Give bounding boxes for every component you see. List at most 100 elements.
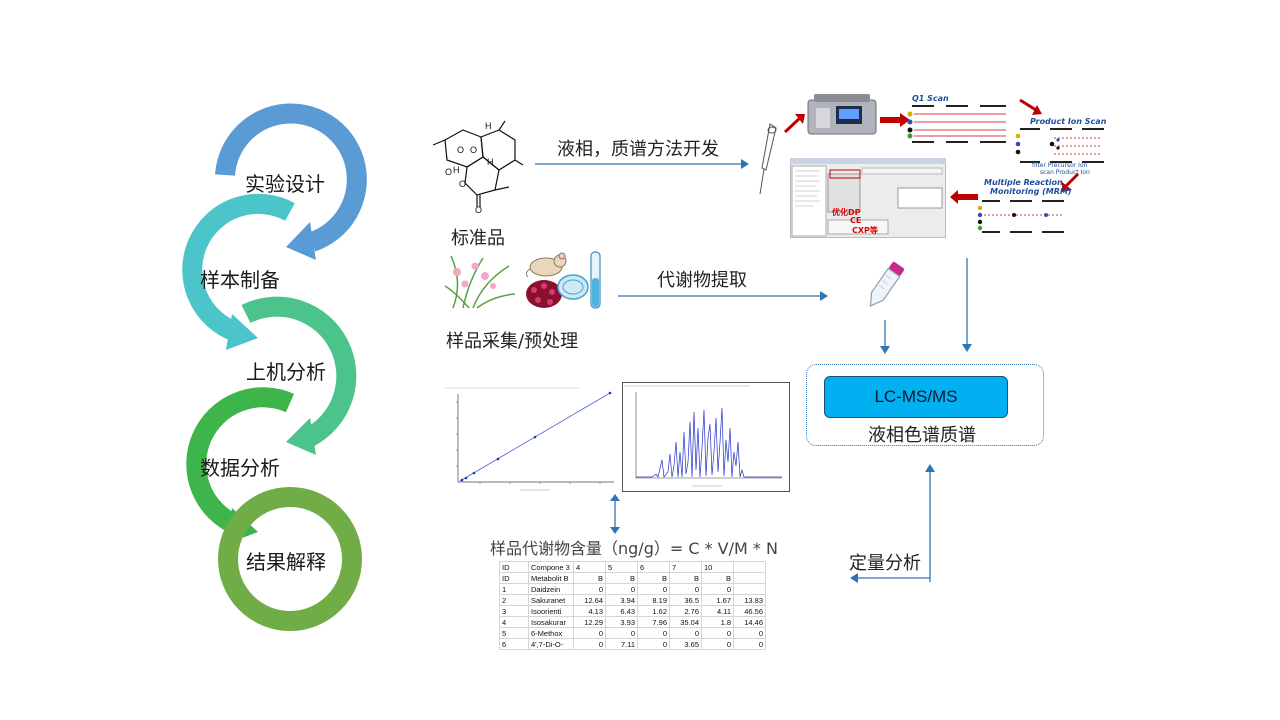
svg-text:O: O xyxy=(445,167,452,177)
step-label-analysis: 上机分析 xyxy=(246,360,326,384)
table-cell: 5 xyxy=(499,627,529,639)
table-cell: 12.29 xyxy=(573,616,606,628)
arrow-quant-path xyxy=(850,464,935,583)
table-cell: 6 xyxy=(499,638,529,650)
table-cell: 0 xyxy=(701,583,734,595)
table-cell: 0 xyxy=(637,583,670,595)
ring-step-5 xyxy=(218,487,362,631)
svg-text:O: O xyxy=(457,145,464,155)
sample-label: 样品采集/预处理 xyxy=(446,331,579,352)
table-cell: 1.67 xyxy=(701,594,734,606)
formula-text: 样品代谢物含量（ng/g）= C * V/M * N xyxy=(490,539,778,558)
table-cell: Compone 3 xyxy=(528,561,574,573)
table-row: 1 Daidzein 0 0 0 0 0 xyxy=(499,583,766,595)
table-cell: ID xyxy=(499,561,529,573)
table-cell: Sakuranet xyxy=(528,594,574,606)
table-cell: 0 xyxy=(637,627,670,639)
table-cell: 0 xyxy=(669,583,702,595)
table-row: 2 Sakuranet 12.64 3.94 8.19 36.5 1.67 13… xyxy=(499,594,766,606)
table-cell: 35.04 xyxy=(669,616,702,628)
red-arrow-icon xyxy=(1019,98,1042,115)
filter-note-2: scan Product Ion xyxy=(1040,169,1090,176)
table-cell: 0 xyxy=(573,638,606,650)
workflow-cycle xyxy=(182,103,367,631)
table-cell: 13.83 xyxy=(733,594,766,606)
pipette-icon xyxy=(759,123,777,195)
table-cell: ID xyxy=(499,572,529,584)
plant-icon xyxy=(444,255,516,309)
mrm-title-1: Multiple Reaction xyxy=(984,178,1063,187)
chromatogram-chart xyxy=(622,382,790,492)
table-cell xyxy=(733,583,766,595)
table-row: ID Metabolit B B B B B B xyxy=(499,572,766,584)
optimize-note-3: CXP等 xyxy=(852,226,878,235)
software-screenshot xyxy=(790,158,946,238)
test-tube-icon xyxy=(590,251,601,309)
double-arrow-icon xyxy=(610,494,620,534)
tissue-icon xyxy=(526,280,562,308)
table-cell: 2.76 xyxy=(669,605,702,617)
table-cell: 4.13 xyxy=(573,605,606,617)
ring-step-3 xyxy=(241,296,357,455)
table-cell: 0 xyxy=(733,638,766,650)
table-cell: Isoorienti xyxy=(528,605,574,617)
lcms-button: LC-MS/MS xyxy=(824,376,1008,418)
arrow-extraction xyxy=(618,291,828,301)
table-cell: 0 xyxy=(701,638,734,650)
mrm-diagram xyxy=(977,200,1064,233)
product-ion-scan-diagram xyxy=(1015,128,1104,163)
mrm-title-2: Monitoring (MRM) xyxy=(990,187,1072,196)
mouse-icon xyxy=(525,252,567,278)
standard-label: 标准品 xyxy=(451,228,505,249)
table-cell: 1.62 xyxy=(637,605,670,617)
step-label-design: 实验设计 xyxy=(245,172,325,196)
table-cell: 3 xyxy=(499,605,529,617)
filter-note-1: filter Precursor Ion xyxy=(1032,162,1088,169)
table-cell: 12.64 xyxy=(573,594,606,606)
product-ion-scan-title: Product Ion Scan xyxy=(1030,117,1107,126)
table-cell: 0 xyxy=(605,583,638,595)
arrow-tube-down xyxy=(880,320,890,354)
q1-scan-diagram xyxy=(907,105,1006,143)
table-cell: 5 xyxy=(605,561,638,573)
table-cell: 4 xyxy=(499,616,529,628)
quant-label: 定量分析 xyxy=(849,553,921,574)
svg-text:O: O xyxy=(470,145,477,155)
table-cell: 0 xyxy=(701,627,734,639)
results-table: ID Compone 3 4 5 6 7 10 ID Metabolit B B… xyxy=(499,561,766,650)
red-arrow-icon xyxy=(783,114,805,134)
table-cell: B xyxy=(669,572,702,584)
ring-step-2 xyxy=(182,193,295,350)
table-cell xyxy=(733,561,766,573)
table-row: 6 4',7-Di-O- 0 7.11 0 3.65 0 0 xyxy=(499,638,766,650)
method-dev-label: 液相，质谱方法开发 xyxy=(557,139,719,160)
q1-scan-title: Q1 Scan xyxy=(912,94,949,103)
svg-text:H: H xyxy=(453,165,460,175)
table-cell: B xyxy=(573,572,606,584)
table-cell: 7.96 xyxy=(637,616,670,628)
table-row: 5 6-Methox 0 0 0 0 0 0 xyxy=(499,627,766,639)
table-cell: 0 xyxy=(573,583,606,595)
svg-text:H: H xyxy=(487,157,494,167)
table-cell: 2 xyxy=(499,594,529,606)
table-cell: 36.5 xyxy=(669,594,702,606)
table-cell xyxy=(733,572,766,584)
red-arrow-icon xyxy=(1062,172,1080,192)
table-cell: 8.19 xyxy=(637,594,670,606)
table-cell: B xyxy=(637,572,670,584)
table-cell: 6 xyxy=(637,561,670,573)
table-row: 4 Isosakurar 12.29 3.93 7.96 35.04 1.8 1… xyxy=(499,616,766,628)
svg-text:H: H xyxy=(485,121,492,131)
petri-dish-icon xyxy=(557,274,589,300)
table-row: 3 Isoorienti 4.13 6.43 1.62 2.76 4.11 46… xyxy=(499,605,766,617)
table-cell: 0 xyxy=(669,627,702,639)
arrowhead-icon xyxy=(286,222,316,260)
table-cell: B xyxy=(605,572,638,584)
step-label-interpretation: 结果解释 xyxy=(246,550,326,574)
table-cell: 0 xyxy=(637,638,670,650)
syringe-pump-icon xyxy=(807,94,877,135)
arrow-method-dev xyxy=(535,159,749,169)
table-cell: 46.56 xyxy=(733,605,766,617)
table-cell: B xyxy=(701,572,734,584)
extraction-label: 代谢物提取 xyxy=(657,270,747,291)
